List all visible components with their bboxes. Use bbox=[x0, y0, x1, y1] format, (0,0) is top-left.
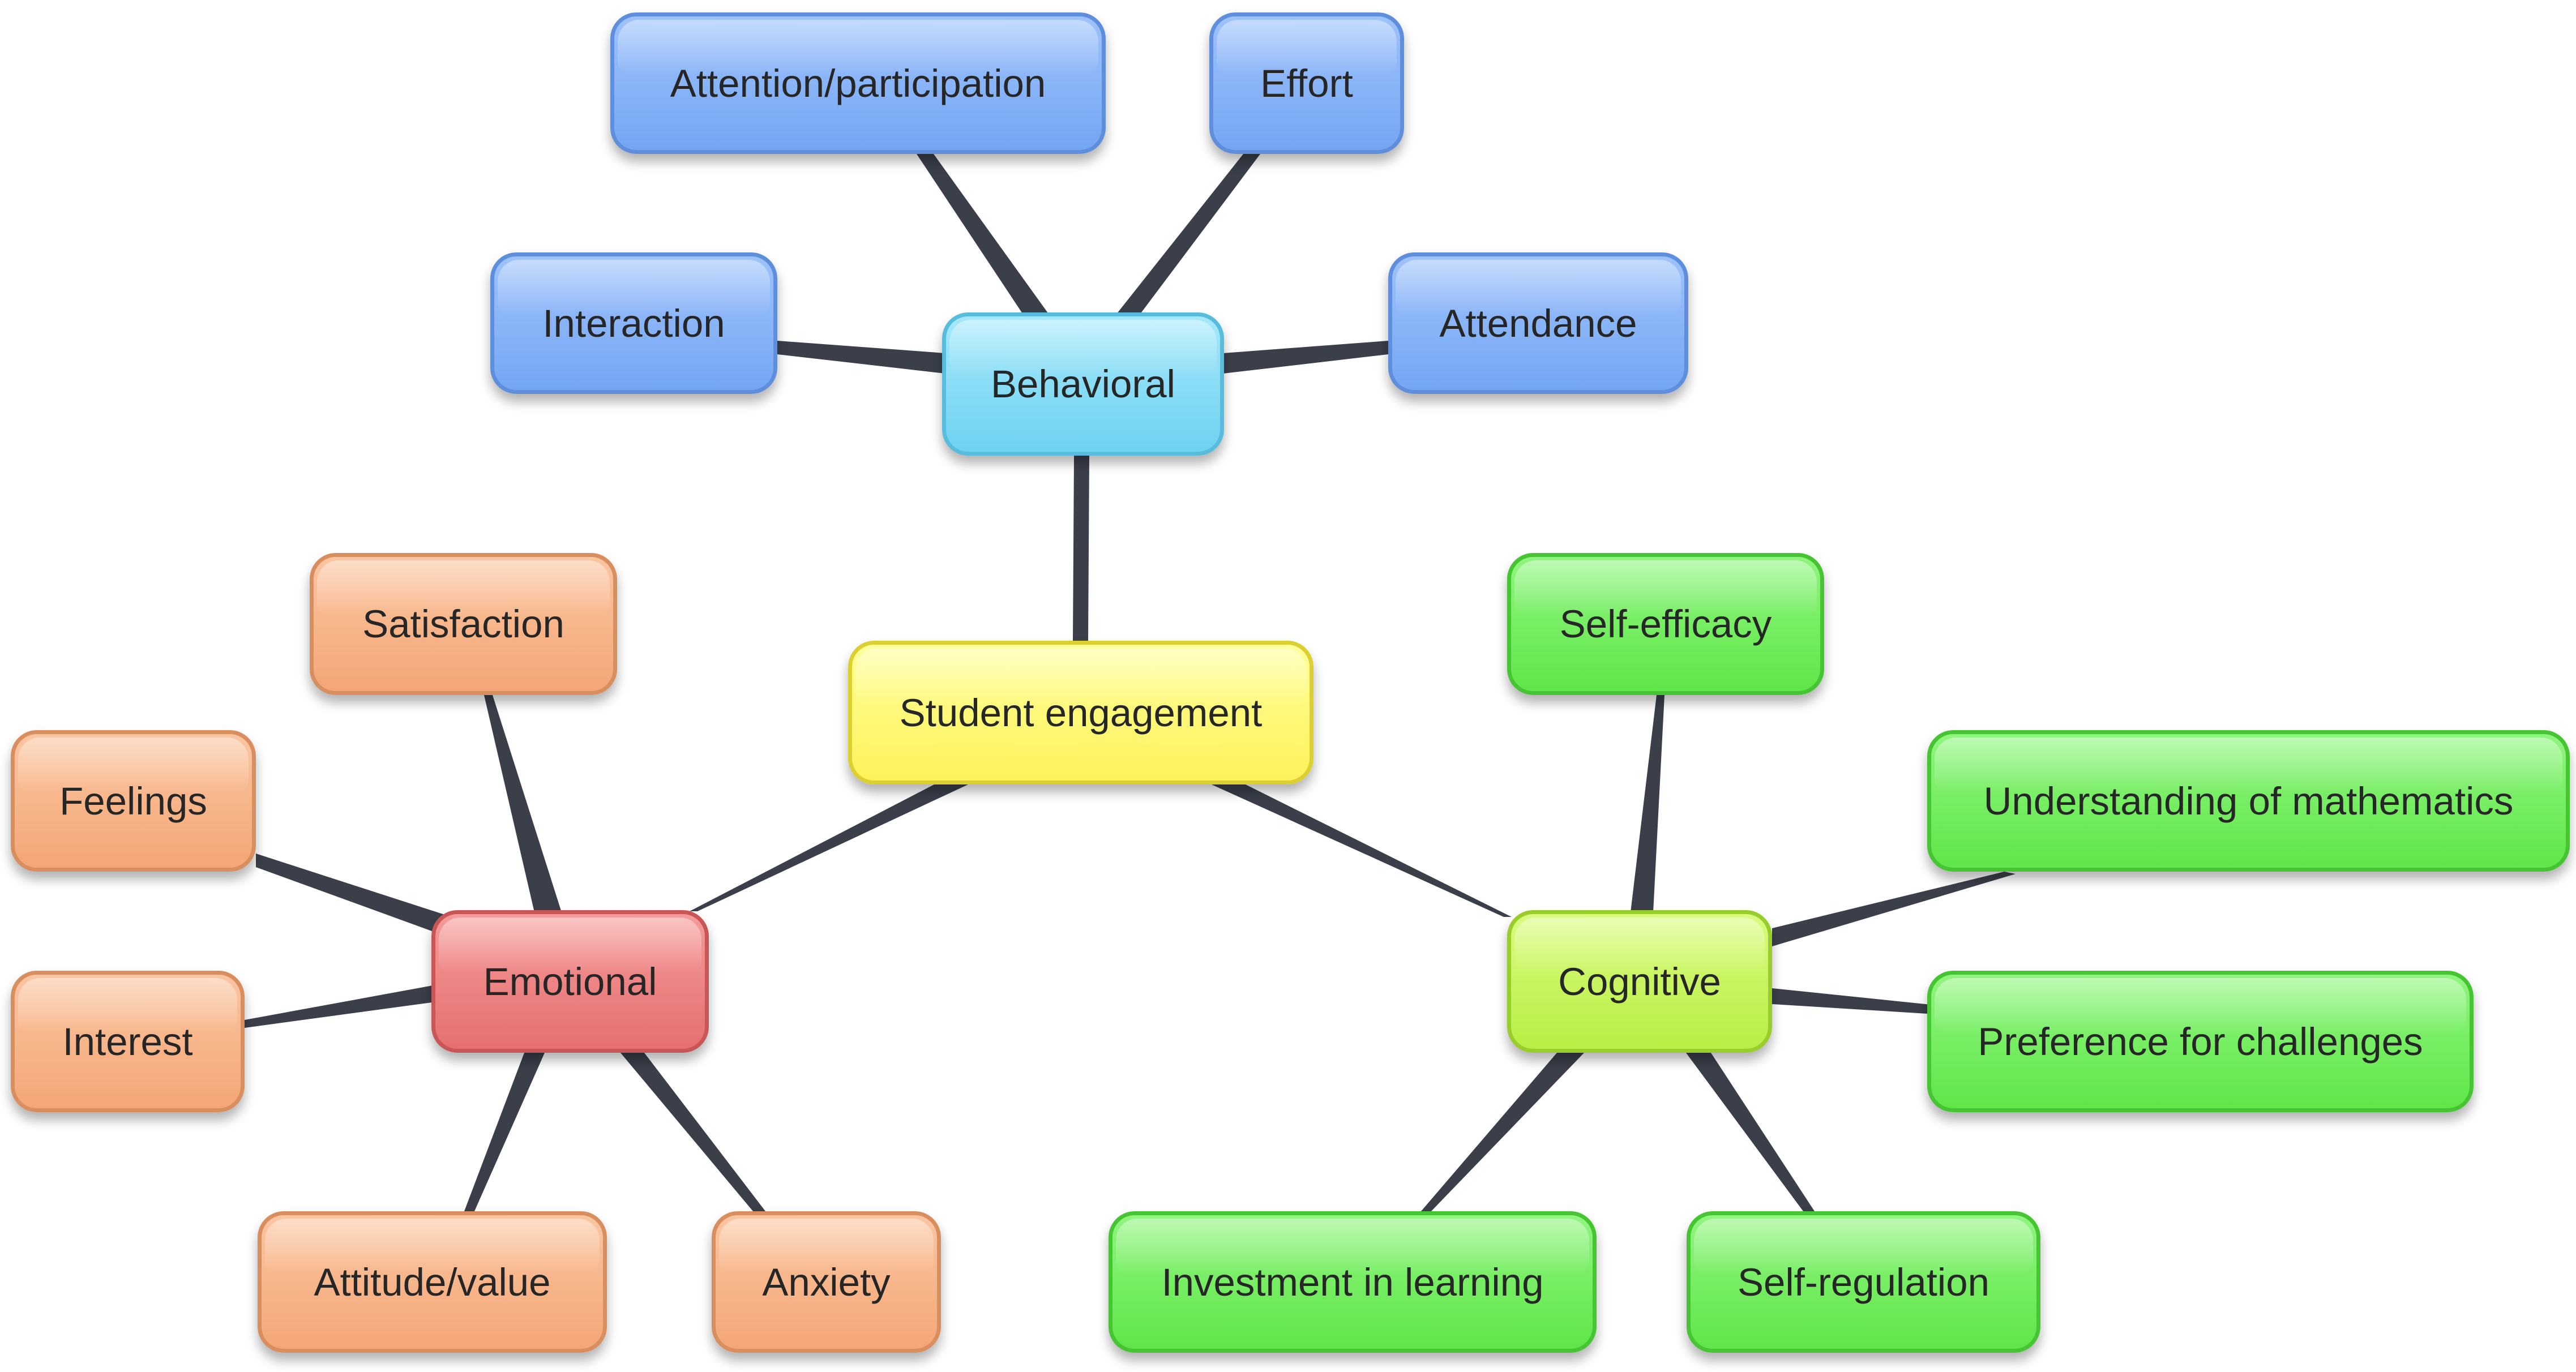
node-self-efficacy: Self-efficacy bbox=[1507, 553, 1824, 695]
connector-cognitive-selfefficacy bbox=[1631, 695, 1664, 912]
node-preference-for-challenges-label: Preference for challenges bbox=[1978, 1019, 2423, 1064]
node-effort: Effort bbox=[1209, 12, 1404, 154]
node-satisfaction-label: Satisfaction bbox=[362, 602, 564, 646]
connector-emotional-interest bbox=[245, 985, 436, 1028]
node-interaction: Interaction bbox=[490, 252, 777, 394]
node-understanding-of-mathematics-label: Understanding of mathematics bbox=[1983, 779, 2514, 823]
node-cognitive: Cognitive bbox=[1507, 910, 1772, 1053]
node-self-efficacy-label: Self-efficacy bbox=[1559, 602, 1772, 646]
node-interest-label: Interest bbox=[62, 1019, 193, 1064]
node-interaction-label: Interaction bbox=[542, 301, 725, 345]
node-cognitive-label: Cognitive bbox=[1558, 959, 1721, 1004]
connector-emotional-feelings bbox=[256, 854, 455, 940]
node-anxiety-label: Anxiety bbox=[762, 1260, 891, 1304]
connector-behavioral-interaction bbox=[777, 341, 945, 374]
node-emotional-label: Emotional bbox=[483, 959, 657, 1004]
node-attitude-value-label: Attitude/value bbox=[314, 1260, 551, 1304]
node-effort-label: Effort bbox=[1260, 61, 1353, 105]
connector-center-behavioral bbox=[1073, 456, 1089, 641]
connector-emotional-anxiety bbox=[621, 1053, 765, 1211]
node-self-regulation-label: Self-regulation bbox=[1738, 1260, 1989, 1304]
connector-cognitive-selfregulation bbox=[1686, 1053, 1815, 1211]
connector-emotional-attitude bbox=[464, 1053, 545, 1211]
connector-center-cognitive bbox=[1212, 784, 1512, 917]
node-self-regulation: Self-regulation bbox=[1687, 1211, 2040, 1353]
connector-behavioral-attendance bbox=[1223, 341, 1388, 374]
node-feelings-label: Feelings bbox=[59, 779, 207, 823]
node-preference-for-challenges: Preference for challenges bbox=[1927, 971, 2474, 1112]
node-satisfaction: Satisfaction bbox=[310, 553, 617, 695]
node-attention-participation: Attention/participation bbox=[610, 12, 1106, 154]
connector-behavioral-effort bbox=[1114, 154, 1260, 317]
node-emotional: Emotional bbox=[431, 910, 709, 1053]
node-attitude-value: Attitude/value bbox=[258, 1211, 607, 1353]
node-investment-in-learning-label: Investment in learning bbox=[1161, 1260, 1544, 1304]
node-student-engagement: Student engagement bbox=[848, 641, 1313, 784]
node-anxiety: Anxiety bbox=[712, 1211, 941, 1353]
node-attendance: Attendance bbox=[1388, 252, 1688, 394]
node-behavioral: Behavioral bbox=[942, 312, 1224, 456]
connector-center-emotional bbox=[690, 784, 968, 911]
node-attendance-label: Attendance bbox=[1439, 301, 1637, 345]
node-understanding-of-mathematics: Understanding of mathematics bbox=[1927, 730, 2570, 872]
node-behavioral-label: Behavioral bbox=[990, 362, 1176, 406]
node-feelings: Feelings bbox=[11, 730, 256, 872]
connector-cognitive-understanding bbox=[1772, 872, 2016, 946]
connector-cognitive-investment bbox=[1421, 1053, 1584, 1211]
connector-cognitive-preference bbox=[1772, 988, 1936, 1014]
node-investment-in-learning: Investment in learning bbox=[1109, 1211, 1597, 1353]
node-attention-participation-label: Attention/participation bbox=[670, 61, 1046, 105]
node-student-engagement-label: Student engagement bbox=[899, 691, 1263, 735]
node-interest: Interest bbox=[11, 971, 245, 1112]
connector-behavioral-attention bbox=[917, 154, 1051, 317]
connector-emotional-satisfaction bbox=[484, 695, 562, 912]
